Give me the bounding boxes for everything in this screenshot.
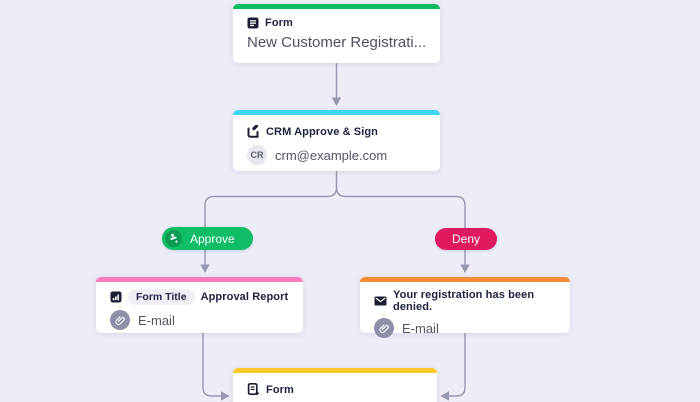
accent-bar xyxy=(233,110,440,115)
node-type-label: Form xyxy=(266,383,294,396)
form-icon xyxy=(247,17,259,29)
paperclip-icon xyxy=(374,318,394,338)
sign-document-icon xyxy=(247,125,259,138)
form-add-icon xyxy=(247,383,259,396)
attachment-label: E-mail xyxy=(402,320,439,336)
paperclip-icon xyxy=(110,310,130,330)
envelope-icon xyxy=(374,296,387,306)
node-form-start[interactable]: Form New Customer Registrati... xyxy=(233,4,440,63)
field-chip: Form Title xyxy=(128,289,195,305)
connector-branch-right xyxy=(335,187,466,265)
accent-bar xyxy=(360,277,570,282)
node-approval-report-email[interactable]: Form Title Approval Report E-mail xyxy=(96,277,303,333)
node-type-label: Form xyxy=(265,17,293,29)
connector-denied-to-form xyxy=(449,333,466,397)
arrowhead xyxy=(221,391,230,401)
branch-label: Approve xyxy=(190,231,235,246)
connector-branch-left xyxy=(204,187,338,265)
avatar: CR xyxy=(247,145,267,165)
accent-bar xyxy=(233,4,440,9)
node-form-end[interactable]: Form xyxy=(233,368,437,402)
node-title: New Customer Registrati... xyxy=(247,34,427,51)
report-chart-icon xyxy=(110,291,122,303)
arrowhead xyxy=(440,391,449,401)
arrowhead xyxy=(200,264,210,273)
node-crm-approve-sign[interactable]: CRM Approve & Sign CR crm@example.com xyxy=(233,110,440,171)
node-title: Approval Report xyxy=(200,291,289,303)
attachment-label: E-mail xyxy=(138,312,175,328)
assignee-email: crm@example.com xyxy=(275,147,388,163)
node-denied-email[interactable]: Your registration has been denied. E-mai… xyxy=(360,277,570,338)
branch-approve-pill[interactable]: Approve xyxy=(162,227,253,250)
accent-bar xyxy=(96,277,303,282)
connector-report-to-form xyxy=(202,333,221,397)
node-title: Your registration has been denied. xyxy=(393,289,535,313)
accent-bar xyxy=(233,368,437,373)
arrowhead xyxy=(331,97,342,106)
node-title: CRM Approve & Sign xyxy=(266,125,379,138)
branch-deny-pill[interactable]: Deny xyxy=(435,228,497,250)
branch-label: Deny xyxy=(451,232,480,246)
stamp-icon xyxy=(165,230,182,247)
arrowhead xyxy=(460,264,470,273)
